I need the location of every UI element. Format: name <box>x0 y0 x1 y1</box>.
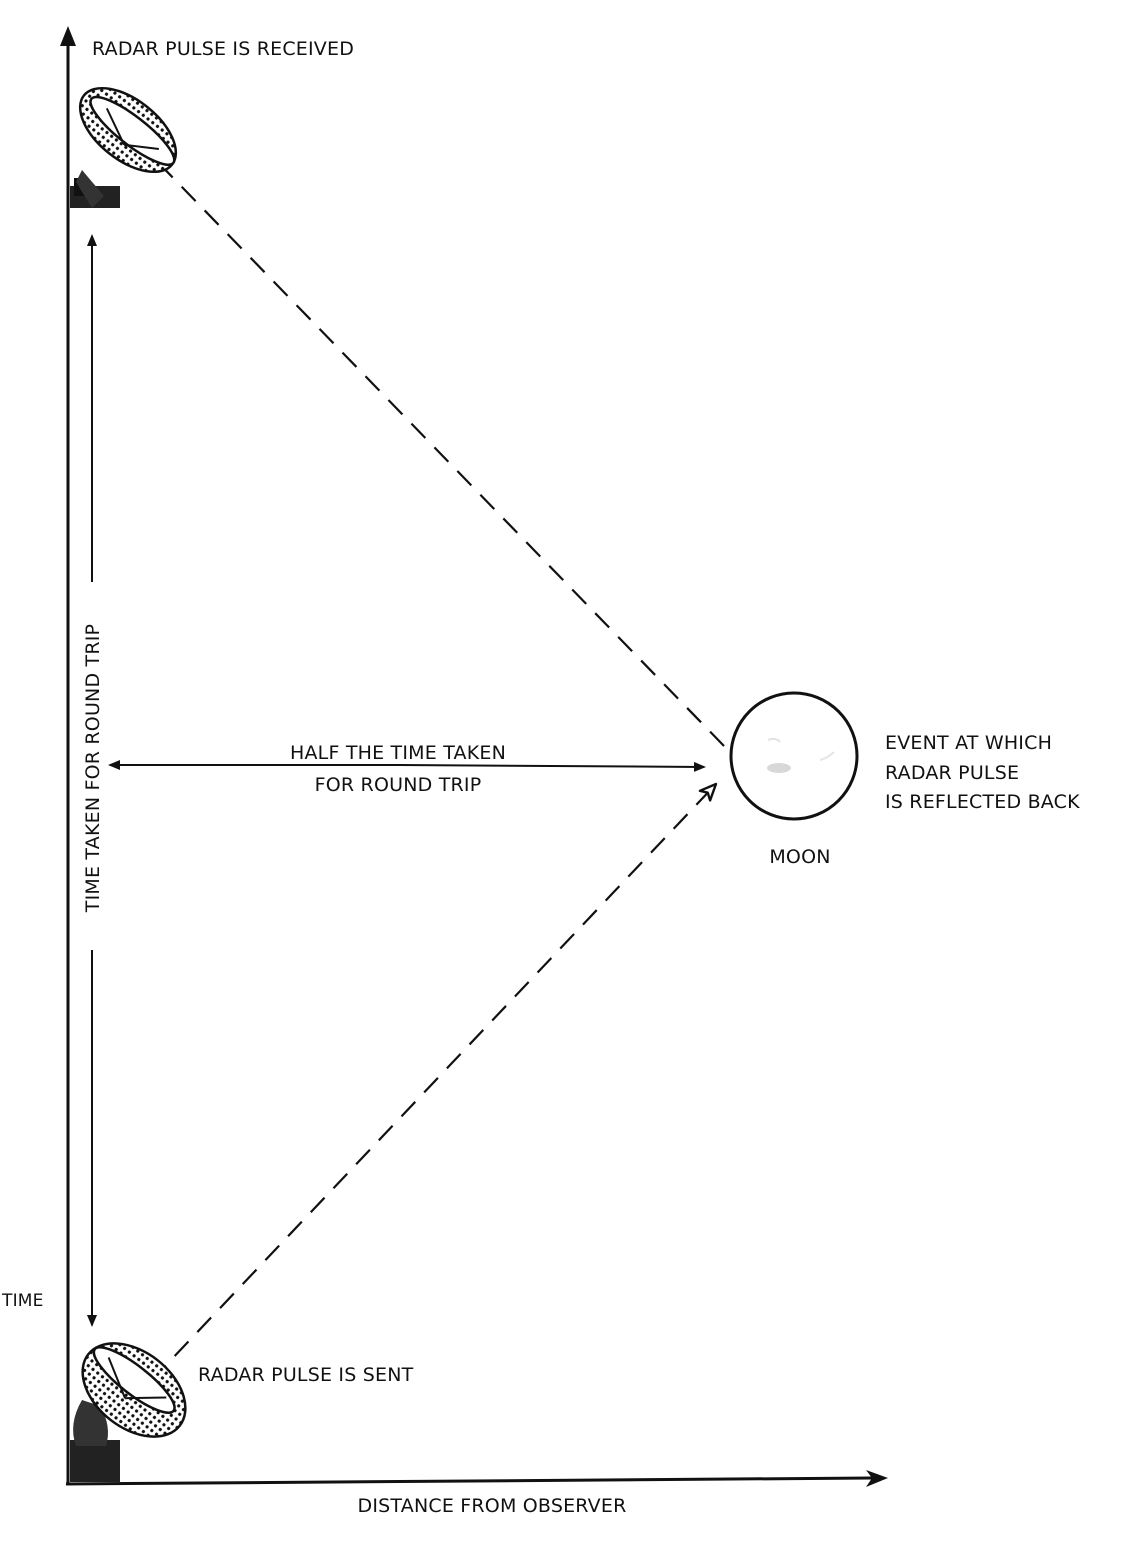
time-axis-arrowhead <box>60 26 76 46</box>
round-trip-label: TIME TAKEN FOR ROUND TRIP <box>82 624 104 913</box>
event-label-line1: EVENT AT WHICH <box>885 732 1052 754</box>
radar-dish-icon-receiving <box>70 86 178 208</box>
time-axis-label: TIME <box>1 1291 44 1311</box>
moon-label: MOON <box>769 846 830 868</box>
half-time-label-line1: HALF THE TIME TAKEN <box>290 742 506 764</box>
moon-icon <box>729 691 859 821</box>
half-time-label-line2: FOR ROUND TRIP <box>315 774 482 796</box>
half-time-arrow-right <box>399 761 706 772</box>
event-label-line2: RADAR PULSE <box>885 762 1019 784</box>
received-label: RADAR PULSE IS RECEIVED <box>92 38 354 60</box>
sent-label: RADAR PULSE IS SENT <box>198 1364 414 1386</box>
distance-axis-line <box>65 1476 873 1486</box>
event-label-line3: IS REFLECTED BACK <box>885 791 1080 813</box>
distance-axis-label: DISTANCE FROM OBSERVER <box>358 1495 627 1517</box>
returning-pulse-path <box>146 150 725 747</box>
distance-axis-arrowhead <box>866 1470 888 1487</box>
outgoing-pulse-path <box>151 782 718 1381</box>
radar-dish-icon-sending <box>70 1342 187 1482</box>
